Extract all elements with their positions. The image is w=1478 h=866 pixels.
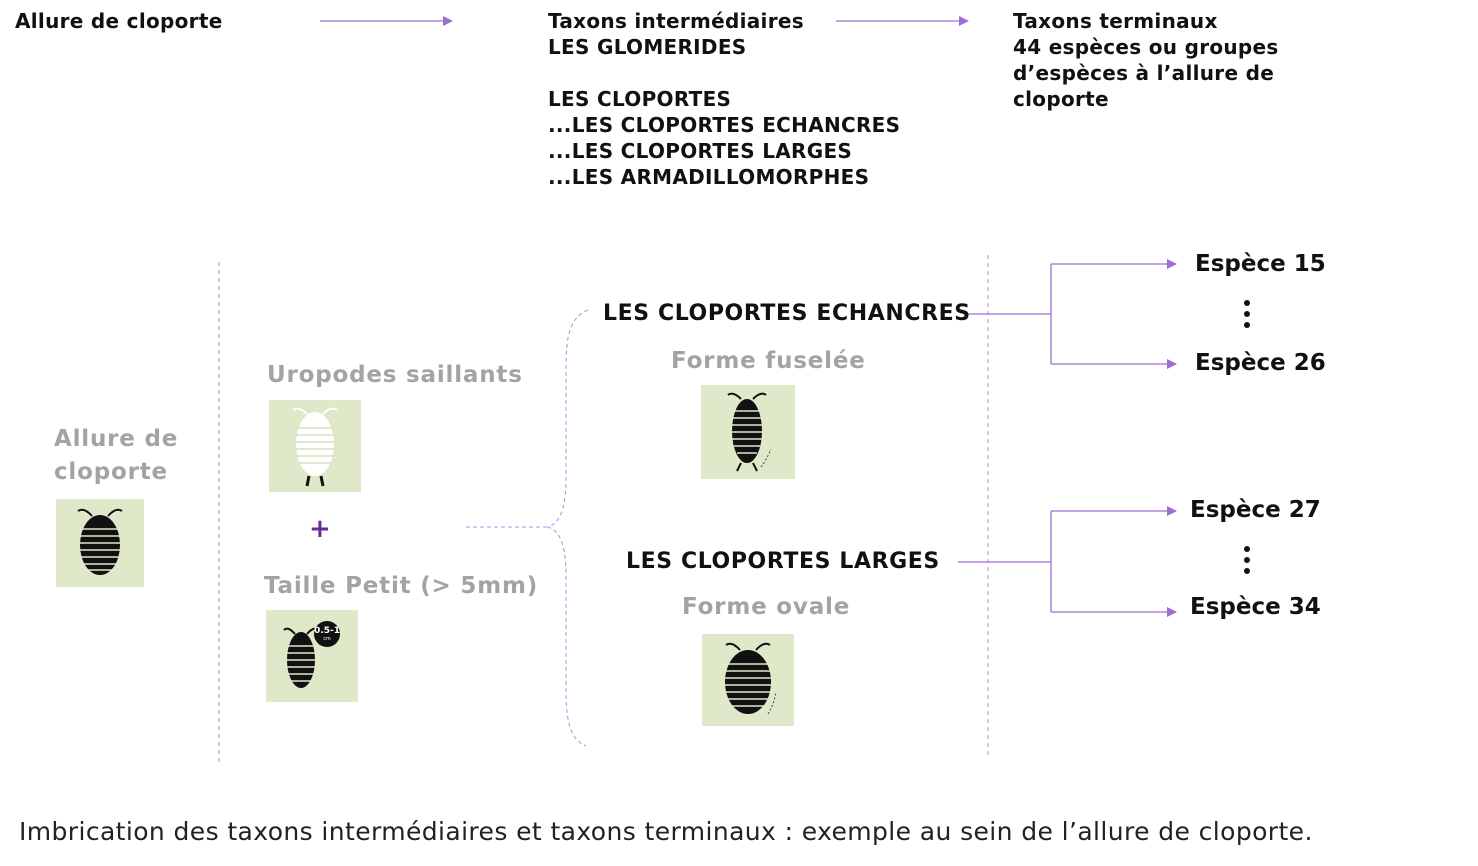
header-right-block: Taxons terminaux 44 espèces ou groupes d… xyxy=(1013,8,1279,112)
header-right-line: cloporte xyxy=(1013,87,1109,111)
size-badge-value: 0.5-1 xyxy=(314,626,340,636)
header-middle-line: LES GLOMERIDES xyxy=(548,35,747,59)
root-label-line: cloporte xyxy=(54,459,168,485)
small-woodlouse-icon: 0.5-1 cm xyxy=(266,610,358,702)
ellipsis-vertical-icon xyxy=(1243,300,1251,333)
header-right-line: 44 espèces ou groupes xyxy=(1013,35,1279,59)
header-right-line: Taxons terminaux xyxy=(1013,9,1218,33)
group-title-echancres: LES CLOPORTES ECHANCRES xyxy=(603,301,971,326)
header-middle-line xyxy=(548,60,900,86)
header-middle-line: LES CLOPORTES xyxy=(548,87,732,111)
root-label-line: Allure de xyxy=(54,426,179,452)
header-middle-block: Taxons intermédiaires LES GLOMERIDES LES… xyxy=(548,8,900,190)
criterion-size: Taille Petit (> 5mm) xyxy=(264,573,539,599)
plus-sign: + xyxy=(309,514,331,544)
header-middle-line: ...LES CLOPORTES ECHANCRES xyxy=(548,113,901,137)
size-badge-unit: cm xyxy=(323,636,331,642)
species-34: Espèce 34 xyxy=(1190,594,1321,620)
root-label: Allure de cloporte xyxy=(54,423,178,489)
white-woodlouse-icon xyxy=(269,400,361,492)
woodlouse-icon xyxy=(56,499,144,587)
header-middle-line: ...LES ARMADILLOMORPHES xyxy=(548,165,870,189)
oval-woodlouse-icon xyxy=(702,634,794,726)
species-15: Espèce 15 xyxy=(1195,251,1326,277)
criterion-uropodes: Uropodes saillants xyxy=(267,362,523,388)
header-left-title: Allure de cloporte xyxy=(15,9,223,33)
species-26: Espèce 26 xyxy=(1195,350,1326,376)
group-title-larges: LES CLOPORTES LARGES xyxy=(626,549,940,574)
shape-label-ovale: Forme ovale xyxy=(682,594,851,620)
curly-brace xyxy=(546,309,589,747)
header-right-line: d’espèces à l’allure de xyxy=(1013,61,1275,85)
figure-caption: Imbrication des taxons intermédiaires et… xyxy=(19,817,1313,846)
fusiform-woodlouse-icon xyxy=(701,385,795,479)
ellipsis-vertical-icon xyxy=(1243,546,1251,579)
species-27: Espèce 27 xyxy=(1190,497,1321,523)
header-middle-line: Taxons intermédiaires xyxy=(548,9,804,33)
shape-label-fuselee: Forme fuselée xyxy=(671,348,866,374)
header-middle-line: ...LES CLOPORTES LARGES xyxy=(548,139,853,163)
